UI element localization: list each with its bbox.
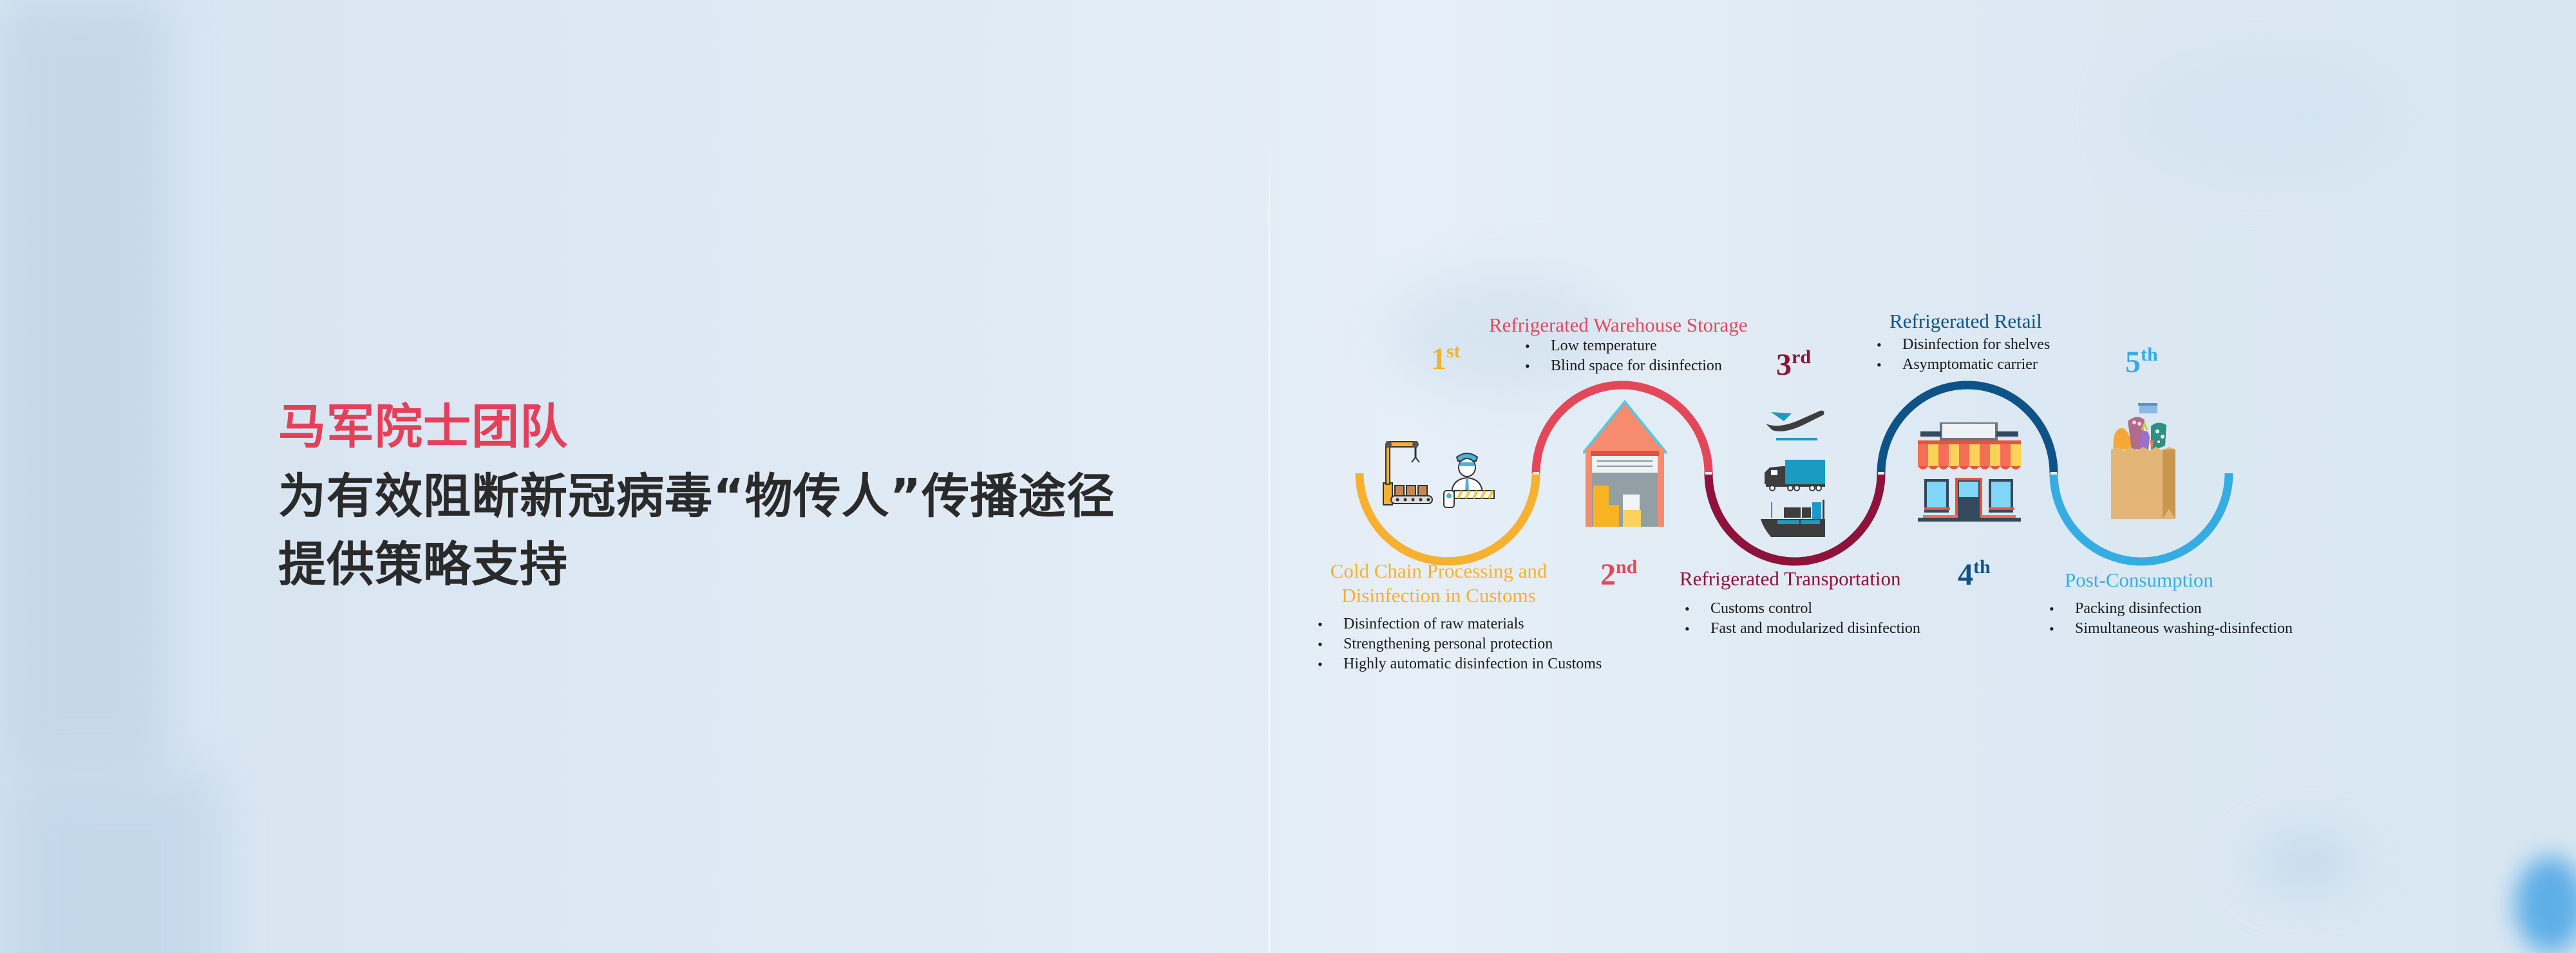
stage-4-title: Refrigerated Retail [1889,310,2042,332]
stage-3-title: Refrigerated Transportation [1680,567,1901,590]
robot-arm-and-customs-officer-icon [1383,441,1495,508]
bullet: Simultaneous washing-disinfection [2049,619,2293,639]
bullet: Fast and modularized disinfection [1685,619,1920,639]
bullet: Blind space for disinfection [1525,356,1722,376]
bullet: Disinfection of raw materials [1318,614,1602,634]
bullet: Disinfection for shelves [1877,335,2050,355]
stage-1-bullets: Disinfection of raw materials Strengthen… [1318,614,1602,674]
headline-line-1: 为有效阻断新冠病毒“物传人”传播途径 [278,469,1115,524]
vertical-divider [1269,142,1270,953]
stage-5-bullets: Packing disinfection Simultaneous washin… [2049,599,2293,639]
bullet: Highly automatic disinfection in Customs [1318,654,1602,674]
stage-2-title: Refrigerated Warehouse Storage [1489,314,1748,336]
team-name: 马军院士团队 [278,399,568,455]
bullet: Customs control [1685,599,1920,619]
ordinal-2nd: 2nd [1600,556,1638,592]
grocery-bag-icon [2111,403,2175,519]
headline-line-2: 提供策略支持 [278,537,568,592]
arc-stage-1 [1355,473,1540,566]
stage-2-bullets: Low temperature Blind space for disinfec… [1525,336,1722,376]
ordinal-4th: 4th [1958,556,1991,592]
arc-stage-4 [1877,381,2058,474]
bullet: Asymptomatic carrier [1877,355,2050,375]
store-icon [1918,422,2021,522]
stage-5-title: Post-Consumption [2065,569,2213,591]
ordinal-5th: 5th [2125,344,2158,379]
stage-3-bullets: Customs control Fast and modularized dis… [1685,599,1920,639]
arc-stage-3 [1704,473,1886,566]
stage-4-bullets: Disinfection for shelves Asymptomatic ca… [1877,335,2050,375]
ordinal-3rd: 3rd [1776,346,1811,382]
bullet: Packing disinfection [2049,599,2293,619]
warehouse-icon [1583,399,1667,527]
bullet: Strengthening personal protection [1318,634,1602,654]
arc-stage-5 [2049,473,2233,566]
stage-1-title: Cold Chain Processing and Disinfection i… [1330,560,1548,607]
ordinal-1st: 1st [1431,341,1461,376]
headline-block: 马军院士团队 为有效阻断新冠病毒“物传人”传播途径 提供策略支持 [278,398,1115,599]
arc-stage-2 [1531,381,1713,474]
bullet: Low temperature [1525,336,1722,356]
plane-truck-ship-icon [1761,410,1825,537]
